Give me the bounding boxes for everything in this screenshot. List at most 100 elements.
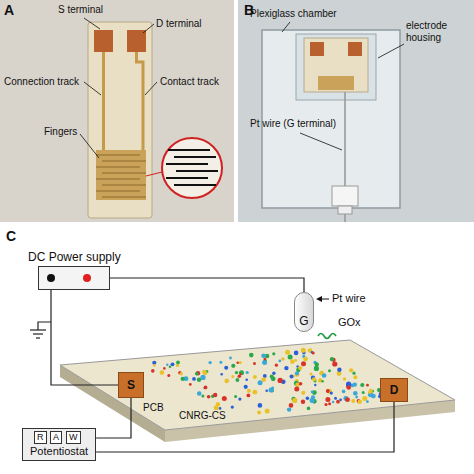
enzyme-symbol [318,334,336,339]
nanostructure-dot [261,377,266,382]
panel-letter: A [4,2,14,18]
nanostructure-dot [261,354,265,358]
nanostructure-dot [197,391,202,396]
nanostructure-dot [343,377,346,380]
nanostructure-dot [332,361,337,366]
nanostructure-dot [362,391,365,394]
board-face [60,340,455,430]
nanostructure-dot [299,382,303,386]
nanostructure-dot [270,375,274,379]
finger-area [96,150,146,200]
nanostructure-dot [324,403,327,406]
nanostructure-dot [366,384,369,387]
supply-panel [38,266,110,290]
nanostructure-dot [213,393,217,397]
nanostructure-dot [328,369,331,372]
nanostructure-dot [197,378,201,382]
leader-arrowhead [316,296,322,302]
finger-lines [102,197,146,198]
leader-line [282,22,404,150]
nanostructure-dot [353,382,357,386]
nanostructure-dot [355,396,358,399]
nanostructure-dot [169,365,172,368]
nanostructure-dot [326,389,330,393]
finger-area [318,76,354,90]
nanostructure-dot [265,389,268,392]
part-label: Plexiglass chamber [250,8,337,20]
d-pad [348,42,362,56]
nanostructure-dot [258,403,263,408]
nanostructure-dot [166,364,168,366]
nanostructure-dot [220,373,223,376]
nanostructure-dot [353,391,358,396]
nanostructure-dot [238,374,242,378]
part-label: Contact track [160,76,219,88]
nanostructure-dot [362,396,367,401]
node-label: Potentiostat [30,445,88,457]
drain-pad: D [380,378,408,402]
nanostructure-dot [262,360,267,365]
nanostructure-dot [345,397,350,402]
terminal-label: W [66,431,81,444]
photo-background [238,0,474,222]
nanostructure-dot [303,357,308,362]
ground-symbol [38,322,51,330]
wire-connector [51,290,118,385]
negative-terminal [47,274,55,282]
contact-track [137,52,144,150]
part-label: Pt wire [332,292,366,305]
nanostructure-dot [231,406,234,409]
wire-connector [110,278,304,292]
part-label: Connection track [4,76,79,88]
nanostructure-dot [281,357,284,360]
nanostructure-dot [196,371,201,376]
zoom-fingers [176,170,218,172]
zoom-circle [162,138,222,198]
nanostructure-dot [231,364,235,368]
nanostructure-dot [224,379,229,384]
terminal-label: R [34,431,47,444]
nanostructure-dot [265,409,270,414]
zoom-fingers [168,149,210,151]
nanostructure-dot [200,375,205,380]
nanostructure-dot [201,394,204,397]
nanostructure-dot [253,362,256,365]
nanostructure-dot [252,390,257,395]
nanostructure-dot [253,375,257,379]
nanostructure-dot [306,397,310,401]
connection-track [102,52,105,150]
nanostructure [151,348,384,415]
nanostructure-dot [301,391,305,395]
nanostructure-dot [290,374,294,378]
nanostructure-dot [295,372,300,377]
nanostructure-dot [264,358,267,361]
nanostructure-dot [298,366,302,370]
finger-lines [102,185,146,186]
nanostructure-dot [167,374,170,377]
screw-stem [338,206,352,214]
photo-background [0,0,234,222]
nanostructure-dot [311,391,314,394]
nanostructure-dot [334,397,337,400]
nanostructure-dot [236,361,239,364]
nanostructure-dot [349,368,353,372]
nanostructure-dot [203,371,207,375]
leader-line [143,24,154,33]
nanostructure-dot [245,378,248,381]
nanostructure-dot [312,377,316,381]
nanostructure-dot [189,383,192,386]
nanostructure-dot [342,390,346,394]
nanostructure-dot [287,407,291,411]
leader-line [84,18,100,29]
finger-lines [96,179,140,180]
nanostructure-dot [330,357,334,361]
nanostructure-dot [176,361,180,365]
nanostructure-dot [352,372,355,375]
finger-lines [96,155,146,197]
panel-letter: C [6,228,16,244]
zoom-fingers [174,156,216,158]
zoom-fingers [166,163,208,165]
leader-line [300,133,342,150]
